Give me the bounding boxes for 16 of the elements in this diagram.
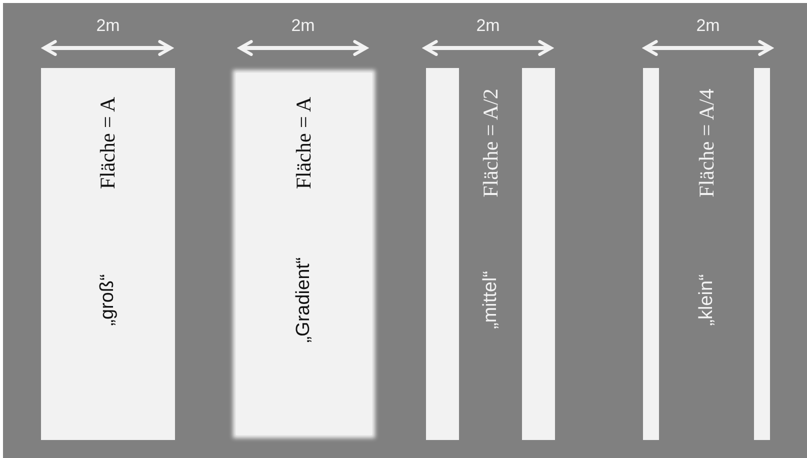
area-panel [643, 68, 770, 440]
panel-caption: „Gradient“ [293, 257, 315, 343]
panel-caption: „klein“ [696, 274, 718, 326]
area-panel [426, 68, 555, 440]
area-formula: Fläche = A/2 [478, 88, 503, 198]
area-formula: Fläche = A [292, 96, 316, 190]
dimension-label: 2m [476, 16, 500, 36]
panel-caption: „mittel“ [480, 270, 502, 330]
dimension-label: 2m [96, 16, 120, 36]
panel-caption: „groß“ [97, 274, 119, 326]
dimension-label: 2m [291, 16, 315, 36]
area-formula: Fläche = A/4 [694, 88, 719, 198]
area-formula: Fläche = A [96, 96, 120, 190]
area-panel [41, 68, 175, 440]
area-panel [236, 73, 372, 435]
dimension-label: 2m [696, 16, 720, 36]
